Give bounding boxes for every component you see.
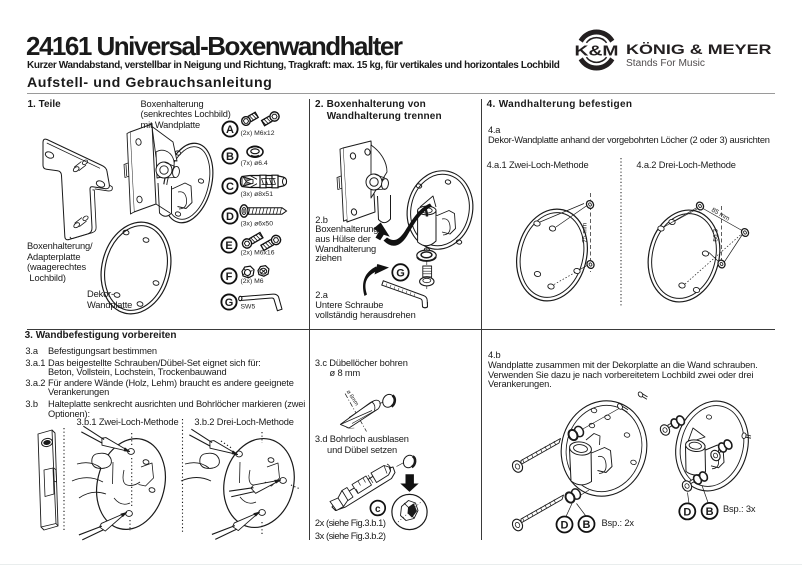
svg-text:D: D [683,506,691,518]
svg-text:Stands For Music: Stands For Music [626,58,705,69]
svg-text:(2x) M6: (2x) M6 [241,278,264,285]
svg-text:75 mm: 75 mm [582,223,589,243]
svg-text:K&M: K&M [575,43,619,59]
svg-text:ø 8mm: ø 8mm [345,389,360,407]
svg-text:B: B [706,506,714,518]
svg-text:C: C [226,181,234,193]
svg-text:B: B [583,519,591,531]
svg-text:G: G [396,267,405,279]
svg-text:85 mm: 85 mm [710,207,731,223]
svg-text:(2x) M6x12: (2x) M6x12 [241,130,275,137]
svg-text:KÖNIG & MEYER: KÖNIG & MEYER [626,42,772,57]
svg-text:A: A [226,124,234,136]
svg-text:(3x) ø8x51: (3x) ø8x51 [241,191,274,198]
svg-text:(3x) ø6x50: (3x) ø6x50 [241,220,274,227]
svg-text:c: c [375,504,381,515]
svg-text:E: E [225,240,232,252]
svg-text:SW5: SW5 [241,304,256,311]
svg-text:F: F [226,271,233,283]
svg-text:B: B [226,151,234,163]
svg-text:D: D [561,520,569,532]
svg-text:(7x) ø6.4: (7x) ø6.4 [241,160,268,167]
svg-text:G: G [225,297,234,309]
svg-text:D: D [226,211,234,223]
svg-text:(2x) M6x16: (2x) M6x16 [241,250,275,257]
svg-text:56.3: 56.3 [713,229,720,242]
